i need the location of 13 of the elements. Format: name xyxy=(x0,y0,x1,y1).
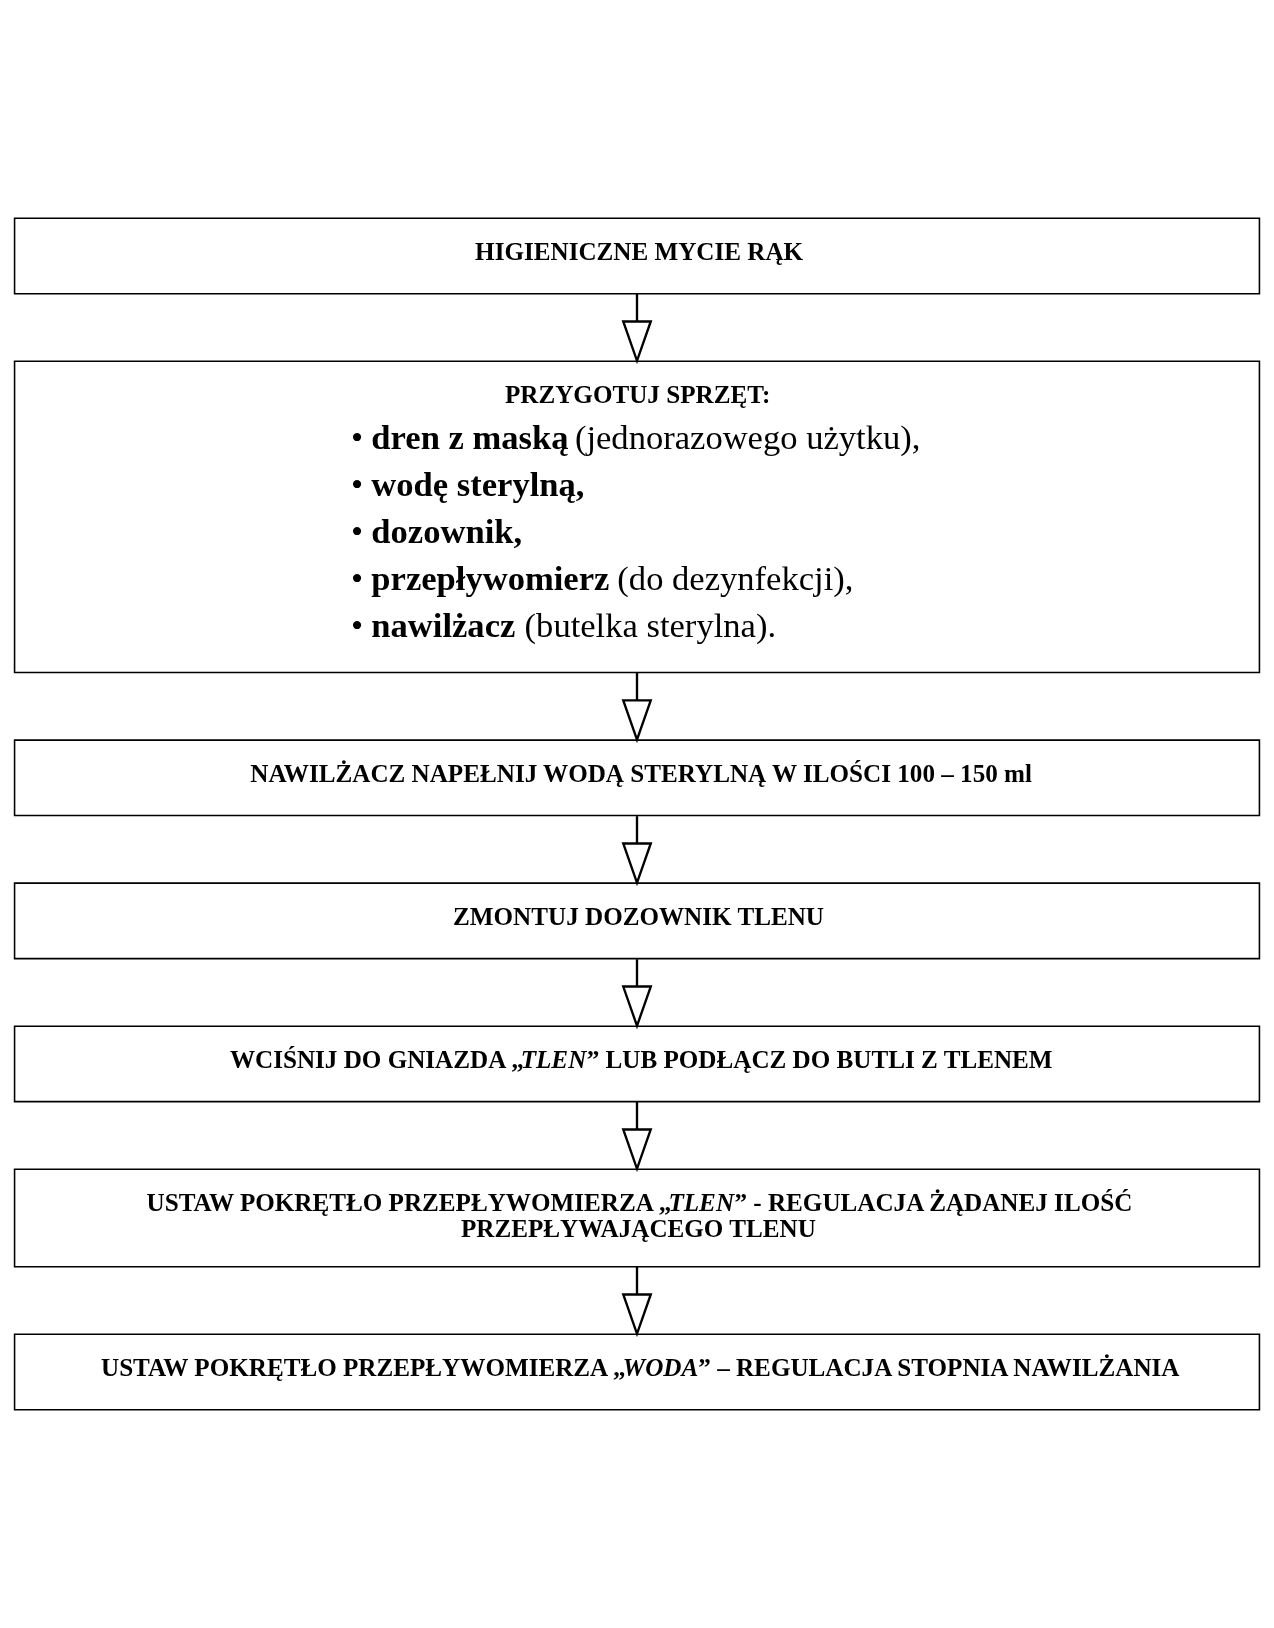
arrow xyxy=(621,959,653,1030)
node-box: USTAW POKRĘTŁO PRZEPŁYWOMIERZA „WODA” – REGULACJA STOPNIA NAWILŻANIA xyxy=(13,1333,1261,1411)
arrow xyxy=(621,816,653,887)
arrow xyxy=(621,1102,653,1173)
node-box: PRZYGOTUJ SPRZĘT: • dren z maską (jednorazowego użytku), • wodę sterylną, • dozownik, • przepływomierz (do dezynfekcji), • nawilżacz (butelka sterylna). xyxy=(13,360,1261,674)
node-box: USTAW POKRĘTŁO PRZEPŁYWOMIERZA „TLEN” - REGULACJA ŻĄDANEJ ILOŚĆ PRZEPŁYWAJĄCEGO TLENU xyxy=(13,1168,1261,1268)
arrow xyxy=(621,293,653,365)
node-box: WCIŚNIJ DO GNIAZDA „TLEN” LUB PODŁĄCZ DO BUTLI Z TLENEM xyxy=(13,1025,1261,1103)
node-box: HIGIENICZNE MYCIE RĄK xyxy=(13,217,1261,295)
arrow xyxy=(621,672,653,744)
arrow xyxy=(621,1266,653,1338)
node-box: ZMONTUJ DOZOWNIK TLENU xyxy=(13,882,1261,960)
node-box: NAWILŻACZ NAPEŁNIJ WODĄ STERYLNĄ W ILOŚCI 100 – 150 ml xyxy=(13,739,1261,817)
